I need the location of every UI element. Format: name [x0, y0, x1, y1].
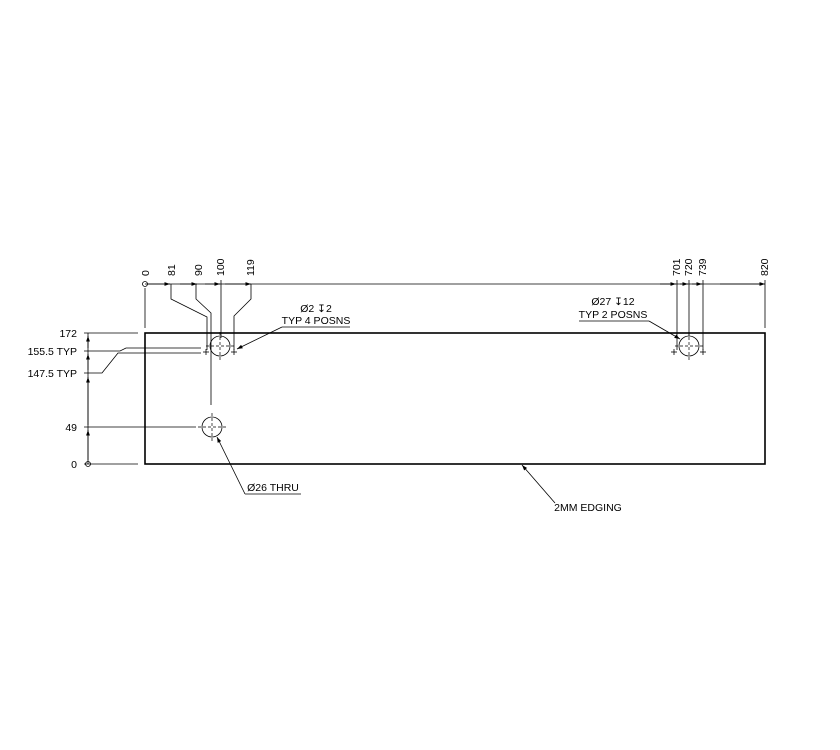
callout-edging-line1: 2MM EDGING: [554, 502, 622, 514]
x-label-100: 100: [215, 258, 227, 276]
callout-small-hole: Ø2 ↧2 TYP 4 POSNS: [236, 303, 351, 350]
y-dimension-labels: 172 155.5 TYP 147.5 TYP 49 0: [28, 328, 78, 471]
hole-large-left: [206, 332, 234, 360]
callout-large-hole-line1: Ø27 ↧12: [591, 296, 634, 308]
small-hole-1: [203, 349, 209, 355]
y-label-172: 172: [59, 328, 77, 340]
callout-large-hole: Ø27 ↧12 TYP 2 POSNS: [579, 296, 681, 340]
x-dimension-lines: [142, 280, 766, 405]
callout-large-hole-line2: TYP 2 POSNS: [579, 309, 648, 321]
callout-edging: 2MM EDGING: [521, 464, 622, 514]
callout-thru-line1: Ø26 THRU: [247, 482, 299, 494]
small-hole-4: [700, 349, 706, 355]
hole-thru: [198, 413, 226, 441]
y-label-147-5: 147.5 TYP: [28, 368, 77, 380]
y-label-0: 0: [71, 459, 77, 471]
small-hole-3: [671, 349, 677, 355]
small-hole-2: [231, 349, 237, 355]
small-hole-marks: [203, 349, 706, 355]
x-dimension-labels: 0 81 90 100 119 701 720 739 820: [140, 258, 771, 276]
panel-outline: [144, 332, 766, 465]
x-label-0: 0: [140, 270, 152, 276]
x-label-820: 820: [759, 258, 771, 276]
y-label-49: 49: [65, 422, 77, 434]
x-label-81: 81: [166, 264, 178, 276]
x-label-119: 119: [245, 259, 257, 276]
callout-thru-hole: Ø26 THRU: [216, 436, 301, 495]
callout-small-hole-line1: Ø2 ↧2: [300, 303, 332, 315]
hole-large-right: [675, 332, 703, 360]
y-label-155-5: 155.5 TYP: [28, 346, 77, 358]
callout-small-hole-line2: TYP 4 POSNS: [282, 315, 351, 327]
x-label-90: 90: [193, 264, 205, 276]
y-dimension-lines: [84, 332, 201, 467]
x-label-739: 739: [697, 258, 709, 276]
x-label-720: 720: [683, 258, 695, 276]
x-label-701: 701: [671, 258, 683, 276]
